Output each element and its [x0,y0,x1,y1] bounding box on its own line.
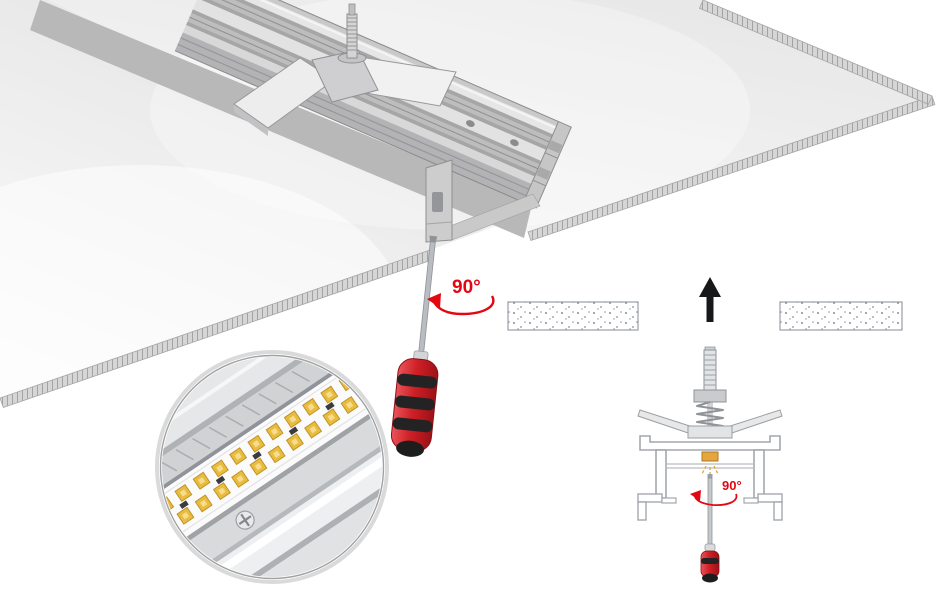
fixing-screw-rod [703,346,717,393]
rail-side-groove-2 [177,43,527,197]
clamp-plate-section [687,425,733,439]
panel-edge-band-right-front [527,95,936,242]
section-top-flange [639,435,781,451]
rotation-angle-label-main: 90° [452,277,481,298]
rotation-arrow-icon-section [694,493,738,507]
section-hook-left [637,501,647,521]
rotation-arrow-icon-main [432,295,495,316]
magnifier-inset [126,350,389,584]
rail-slot-hole [466,120,475,127]
screwdriver [390,235,439,457]
clamp-wing-section-right [723,409,783,436]
clamp-screw [346,3,358,59]
section-hook-right [773,501,783,521]
ceiling-panel-section-left [507,301,639,331]
rotation-annotation-main: 90° [427,277,495,316]
fin-tick [291,370,310,382]
clamp-body [311,49,379,103]
rotation-arrowhead-main [427,293,441,308]
rail-edge-top [209,0,559,122]
handle-grip-band [397,373,438,389]
fin-tick [241,404,261,416]
rail-slot-hole [510,139,519,147]
section-lip-left [661,497,677,504]
handle-cap [396,440,425,457]
section-foot-left [637,493,663,503]
panel-edge-band-right-side [698,0,933,105]
fin-tick [162,460,178,472]
main-perspective-view: 90° [0,0,936,457]
fin-tick [258,393,277,405]
profile-edge-line-3 [162,385,382,569]
rail-side-groove [180,37,530,190]
rotation-arrowhead-section [690,490,701,501]
fin-tick [175,449,194,461]
small-handle-cap [702,573,718,583]
small-screwdriver [700,474,720,583]
fin-tick [192,437,211,450]
profile-edge-line-4 [163,413,382,577]
fin-tick [208,426,227,438]
profile-top-highlight [162,357,353,479]
rail-flange-near [182,25,535,184]
rail-slot-lip-4 [186,21,537,177]
pcb-screw [235,510,255,530]
handle-grip-band [394,395,435,411]
fin-slot [432,192,443,212]
fin-tick [275,382,294,394]
profile-edge-line [162,357,366,499]
clamp-wing-section-left [637,409,697,436]
fin-tick [225,415,244,427]
small-screwdriver-tip [707,474,713,478]
profile-edge-line-5 [182,442,382,577]
small-screwdriver-shaft [707,477,713,545]
rail-mounting-fin [425,159,453,243]
profile-fin-wall [162,357,379,519]
spring [696,401,724,430]
inset-profile-detail [126,357,382,577]
section-wall-left [655,449,667,499]
rail-edge-bottom [174,50,524,203]
small-handle-grip-band [701,558,719,564]
screwdriver-handle [390,358,439,457]
rail-highlight [206,0,557,129]
handle-grip-band [392,417,433,433]
profile-edge-line-2 [162,357,382,522]
cross-section-view: 90° [507,277,903,583]
rail-far-lip [208,0,559,127]
clamp-wing-left-edge [234,104,268,136]
rotation-annotation-section: 90° [690,478,742,507]
screw-stud [348,3,356,16]
led-section [701,451,719,462]
section-foot-right [757,493,783,503]
fixing-nut [693,389,727,403]
fin-line [425,221,453,225]
small-screwdriver-ferrule [704,543,716,552]
section-wall-right [753,449,765,499]
rotation-angle-label-section: 90° [722,478,742,493]
inset-ring-outer [155,350,389,584]
profile-top [162,357,363,494]
profile-bottom [186,447,382,577]
push-up-arrow-icon [699,277,721,322]
inset-ring-inner [159,354,385,580]
mounting-clamp [233,3,457,136]
rail-end-face [522,120,572,209]
profile-channel-wall [162,389,382,577]
flange-highlight [168,421,382,577]
profile-cross-section [637,435,783,521]
section-lip-right [743,497,759,504]
ceiling-panel-section-right [779,301,903,331]
fin-tick [126,478,144,498]
